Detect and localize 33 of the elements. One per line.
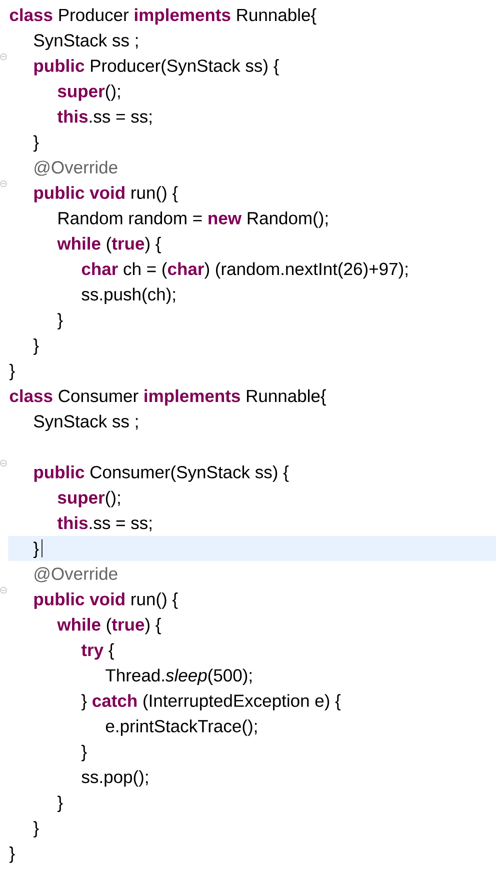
code-line: Thread.sleep(500); — [106, 668, 252, 686]
code-line: public void run() { — [34, 186, 178, 202]
code-line: } — [58, 796, 63, 812]
code-line: while (true) { — [57, 618, 161, 634]
code-line: } — [34, 338, 39, 355]
code-line: public void run() { — [34, 592, 178, 609]
code-line: super(); — [58, 84, 120, 101]
code-line: } — [10, 364, 15, 380]
code-line: } — [58, 313, 63, 330]
code-line: Random random = new Random(); — [58, 212, 328, 228]
code-line: ss.pop(); — [82, 770, 148, 787]
code-line: class Producer implements Runnable{ — [10, 8, 316, 25]
code-line: char ch = (char) (random.nextInt(26)+97); — [82, 262, 408, 279]
code-line: } catch (InterruptedException e) { — [82, 694, 341, 710]
code-line: } — [34, 821, 39, 838]
code-line: this.ss = ss; — [57, 110, 152, 125]
code-line: super(); — [58, 490, 120, 508]
code-line: public Consumer(SynStack ss) { — [34, 466, 289, 482]
code-line: SynStack ss ; — [34, 34, 138, 50]
code-line: } — [34, 135, 39, 152]
code-line: } — [10, 846, 15, 863]
code-line: this.ss = ss; — [57, 516, 152, 532]
code-line: @Override — [34, 160, 118, 176]
code-line: try { — [81, 643, 114, 660]
code-line: e.printStackTrace(); — [106, 720, 257, 736]
code-line: while (true) { — [57, 236, 161, 254]
code-line: class Consumer implements Runnable{ — [10, 389, 326, 406]
code-line: } — [82, 744, 87, 762]
code-line: } — [34, 542, 39, 558]
code-line: SynStack ss ; — [34, 414, 138, 432]
code-line: public Producer(SynStack ss) { — [34, 59, 279, 76]
code-line: @Override — [34, 567, 118, 582]
code-line: ss.push(ch); — [82, 288, 175, 304]
